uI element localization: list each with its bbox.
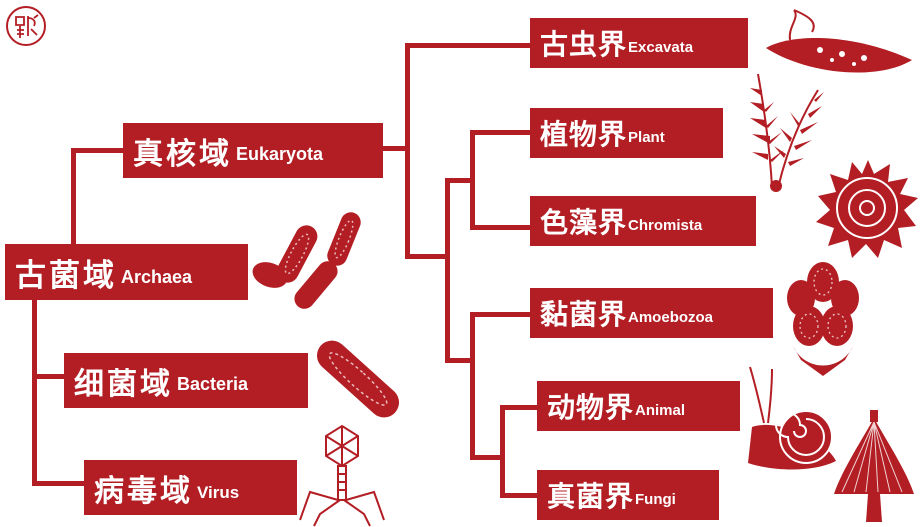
seal-stamp-icon: [4, 4, 48, 48]
connector: [71, 148, 126, 153]
node-archaea-zh: 古菌域: [15, 250, 117, 295]
bacterium-icon: [305, 335, 415, 425]
node-fungi-zh: 真菌界: [547, 475, 634, 515]
connector: [32, 300, 37, 486]
connector: [470, 312, 475, 460]
mushroom-icon: [832, 410, 916, 527]
node-excavata-zh: 古虫界: [540, 23, 627, 63]
node-plant-en: Plant: [628, 129, 665, 146]
node-excavata: 古虫界 Excavata: [530, 18, 748, 68]
snail-icon: [742, 365, 842, 477]
connector: [405, 43, 410, 258]
node-bacteria-zh: 细菌域: [74, 359, 173, 403]
connector: [470, 225, 530, 230]
connector: [470, 312, 530, 317]
connector: [500, 405, 505, 498]
node-plant: 植物界 Plant: [530, 108, 723, 158]
node-amoebozoa-zh: 黏菌界: [540, 293, 627, 333]
connector: [470, 130, 530, 135]
node-amoebozoa-en: Amoebozoa: [628, 309, 713, 326]
connector: [32, 374, 64, 379]
archaea-cells-icon: [248, 205, 378, 325]
node-chromista-en: Chromista: [628, 217, 702, 234]
node-bacteria: 细菌域 Bacteria: [64, 353, 308, 408]
node-amoebozoa: 黏菌界 Amoebozoa: [530, 288, 773, 338]
node-virus-zh: 病毒域: [94, 466, 193, 510]
node-chromista-zh: 色藻界: [540, 201, 627, 241]
node-archaea-en: Archaea: [121, 267, 192, 288]
connector: [445, 178, 450, 362]
node-animal: 动物界 Animal: [537, 381, 740, 431]
node-excavata-en: Excavata: [628, 39, 693, 56]
node-chromista: 色藻界 Chromista: [530, 196, 756, 246]
node-fungi: 真菌界 Fungi: [537, 470, 719, 520]
node-eukaryota-zh: 真核域: [133, 129, 232, 173]
node-virus: 病毒域 Virus: [84, 460, 297, 515]
node-animal-en: Animal: [635, 402, 685, 419]
connector: [71, 148, 76, 244]
slime-mold-icon: [775, 260, 870, 380]
node-virus-en: Virus: [197, 483, 239, 503]
virus-phage-icon: [298, 422, 386, 527]
connector: [405, 43, 530, 48]
node-bacteria-en: Bacteria: [177, 374, 248, 395]
node-fungi-en: Fungi: [635, 491, 676, 508]
connector: [32, 481, 84, 486]
node-animal-zh: 动物界: [547, 386, 634, 426]
connector: [500, 405, 537, 410]
node-archaea: 古菌域 Archaea: [5, 244, 248, 300]
connector: [470, 455, 500, 460]
node-plant-zh: 植物界: [540, 113, 627, 153]
connector: [500, 493, 537, 498]
connector: [405, 254, 450, 259]
node-eukaryota: 真核域 Eukaryota: [123, 123, 383, 178]
diatom-shell-icon: [812, 152, 922, 264]
connector: [470, 130, 475, 230]
node-eukaryota-en: Eukaryota: [236, 144, 323, 165]
